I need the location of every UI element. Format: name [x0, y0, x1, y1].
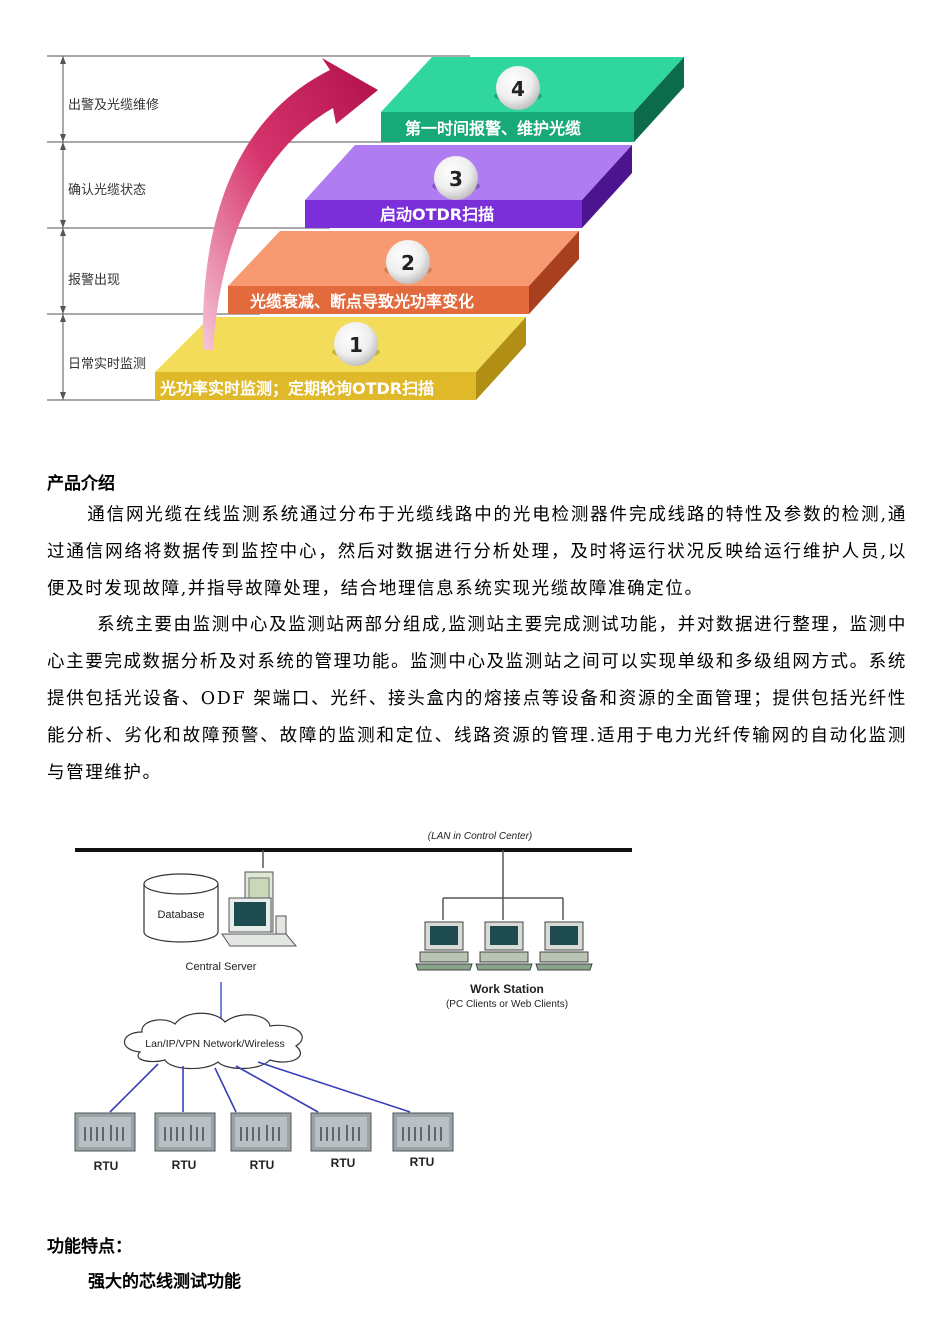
side-label-monitor: 日常实时监测 [68, 357, 147, 372]
intro-paragraph-2: 系统主要由监测中心及监测站两部分组成,监测站主要完成测试功能，并对数据进行整理，… [47, 607, 907, 792]
intro-paragraph-1: 通信网光缆在线监测系统通过分布于光缆线路中的光电检测器件完成线路的特性及参数的检… [47, 497, 907, 608]
features-heading: 功能特点： [47, 1237, 132, 1257]
network-cloud-icon [123, 1012, 303, 1070]
workstation-icons [415, 921, 593, 971]
step-number-balls [332, 66, 542, 366]
server-icon [221, 871, 298, 947]
side-label-alarm: 报警出现 [68, 273, 121, 288]
step-2-text: 光缆衰减、断点导致光功率变化 [249, 292, 474, 311]
intro-paragraph-2-text: 系统主要由监测中心及监测站两部分组成,监测站主要完成测试功能，并对数据进行整理，… [47, 615, 907, 783]
network-diagram: (LAN in Control Center) Database Central… [74, 831, 632, 1173]
rtu-label-2: RTU [172, 1158, 197, 1172]
rtu-label-4: RTU [331, 1156, 356, 1170]
database-label: Database [157, 909, 204, 921]
rtu-label-3: RTU [250, 1158, 275, 1172]
step-4-text: 第一时间报警、维护光缆 [405, 119, 581, 138]
step-4-number: 4 [511, 77, 525, 101]
step-1-text: 光功率实时监测；定期轮询OTDR扫描 [159, 379, 434, 398]
step-2-block [228, 231, 579, 314]
server-label: Central Server [186, 961, 257, 973]
step-3-text: 启动OTDR扫描 [380, 205, 494, 224]
rtu-label-5: RTU [410, 1155, 435, 1169]
side-label-confirm: 确认光缆状态 [68, 183, 147, 198]
cloud-label: Lan/IP/VPN Network/Wireless [145, 1038, 284, 1050]
rtu-label-1: RTU [94, 1159, 119, 1173]
features-subheading: 强大的芯线测试功能 [88, 1272, 241, 1292]
intro-heading: 产品介绍 [47, 474, 115, 494]
lan-label: (LAN in Control Center) [428, 831, 532, 842]
side-label-repair: 出警及光缆维修 [68, 98, 160, 113]
step-2-number: 2 [401, 251, 415, 275]
step-diagram-graphic: 1 2 3 4 光功率实时监测；定期轮询OTDR扫描 光缆衰减、断点导致光功率变… [47, 55, 684, 401]
workstation-sublabel: (PC Clients or Web Clients) [446, 999, 568, 1010]
step-3-number: 3 [449, 167, 463, 191]
step-1-number: 1 [349, 333, 363, 357]
database-icon [143, 873, 219, 943]
progress-arrow [202, 58, 378, 350]
workstation-label: Work Station [470, 982, 544, 996]
intro-paragraph-1-text: 通信网光缆在线监测系统通过分布于光缆线路中的光电检测器件完成线路的特性及参数的检… [47, 505, 907, 599]
rtu-icons [74, 1112, 454, 1152]
